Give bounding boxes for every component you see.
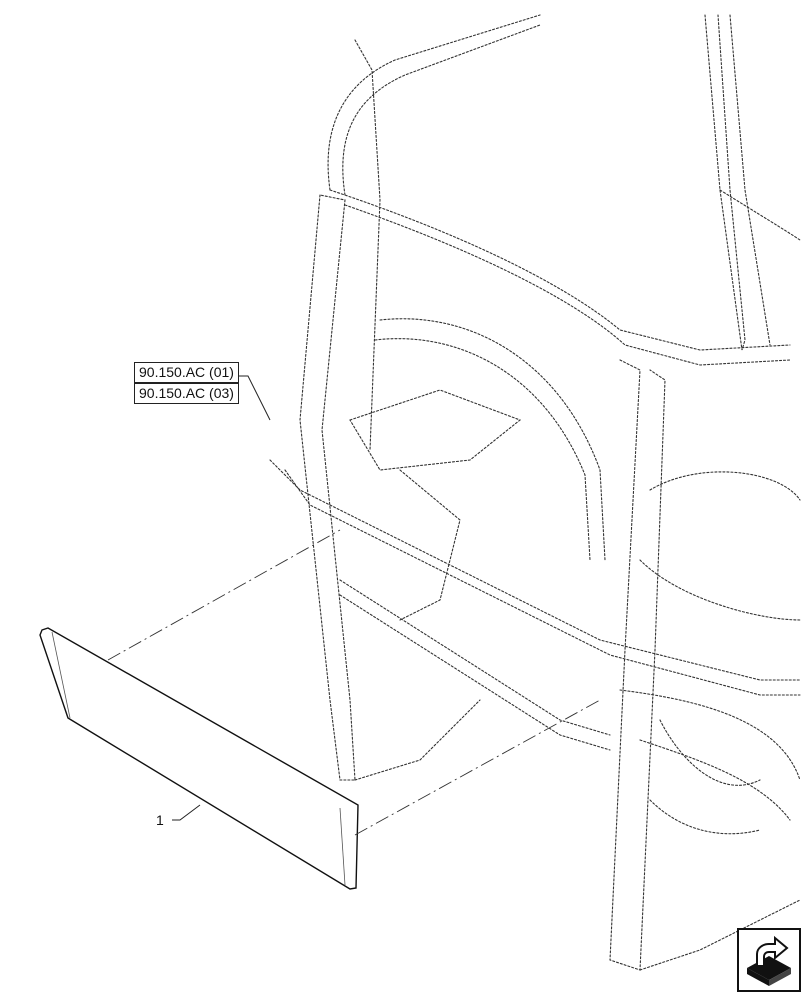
- cab-pillar-front-left: [299, 194, 356, 781]
- cab-pillar-rear-right: [704, 14, 746, 351]
- next-page-button[interactable]: [737, 928, 801, 992]
- cab-floor: [649, 471, 801, 501]
- assembly-line-upper: [107, 529, 341, 661]
- leader-line-ref: [238, 375, 271, 421]
- seat-base: [349, 389, 522, 471]
- next-page-arrow-icon: [747, 935, 791, 986]
- assembly-line-lower: [354, 699, 601, 836]
- cab-pillar-front-right: [609, 359, 666, 971]
- part-callout-1: 1: [156, 812, 164, 828]
- cab-pillar-rear-left: [354, 39, 381, 451]
- reference-label-1[interactable]: 90.150.AC (01): [134, 362, 239, 383]
- leader-line-callout-1: [172, 804, 201, 821]
- wheel-arch: [379, 318, 606, 561]
- reference-label-2[interactable]: 90.150.AC (03): [134, 383, 239, 404]
- cab-pillar-rear-right-outer: [729, 14, 771, 346]
- cab-lower-crossbar: [269, 459, 801, 681]
- side-panel-part: [39, 627, 359, 890]
- cab-roof-arch: [327, 14, 541, 191]
